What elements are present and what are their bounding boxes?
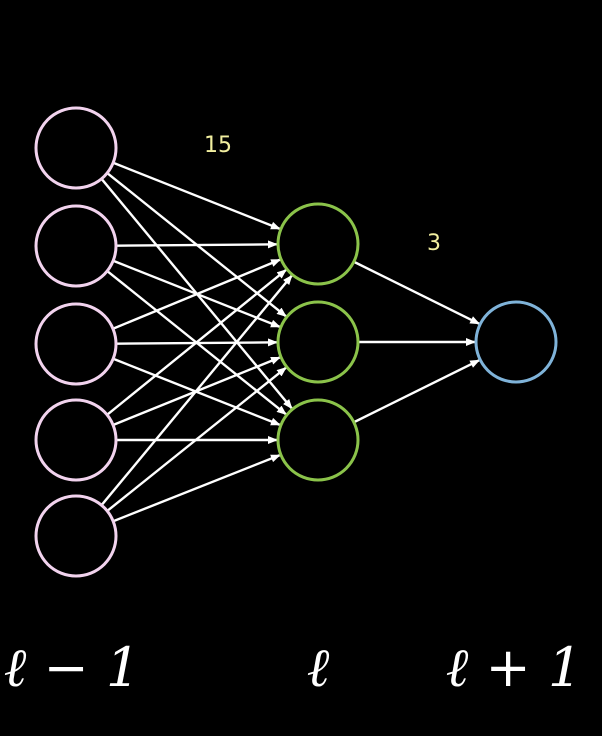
neuron-previous-layer-3 — [34, 302, 118, 386]
connection-1-0 — [115, 240, 279, 249]
neuron-previous-layer-4 — [34, 398, 118, 482]
neuron-next-layer-1 — [474, 300, 558, 384]
neuron-previous-layer-2 — [34, 204, 118, 288]
connection-2-0 — [353, 359, 481, 424]
edges-l-to-l-plus-1 — [353, 260, 481, 424]
neuron-current-layer-3 — [276, 398, 360, 482]
edges-l-minus-1-to-l — [100, 161, 293, 523]
connection-0-0 — [353, 260, 481, 325]
connection-3-0 — [106, 268, 287, 416]
connection-0-0 — [112, 161, 281, 230]
connection-count-second: 3 — [427, 231, 441, 256]
neuron-previous-layer-5 — [34, 494, 118, 578]
connection-4-0 — [100, 274, 293, 506]
layer-label-previous: ℓ − 1 — [4, 636, 140, 699]
layer-label-current: ℓ — [307, 636, 330, 699]
connection-count-first: 15 — [204, 133, 232, 158]
neuron-previous-layer-1 — [34, 106, 118, 190]
neurons — [34, 106, 558, 578]
layer-label-next: ℓ + 1 — [446, 636, 582, 699]
neuron-current-layer-1 — [276, 202, 360, 286]
connection-4-2 — [112, 454, 281, 523]
connection-4-1 — [106, 366, 287, 512]
connection-2-0 — [112, 258, 282, 330]
neuron-current-layer-2 — [276, 300, 360, 384]
